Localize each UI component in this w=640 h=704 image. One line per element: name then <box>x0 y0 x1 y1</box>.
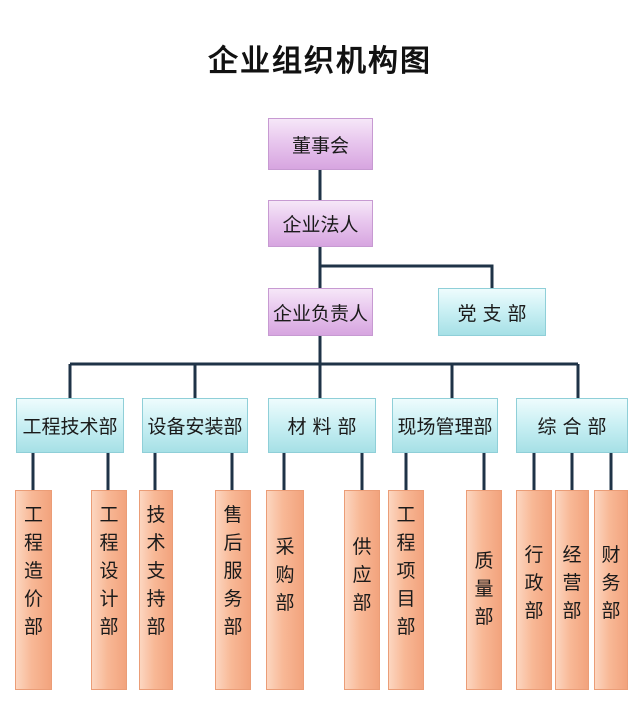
subdept-label: 经营部 <box>556 541 588 625</box>
node-legal-person-label: 企业法人 <box>282 214 359 236</box>
dept-label: 材 料 部 <box>287 416 357 438</box>
subdept-char: 服 <box>223 560 243 582</box>
subdept-char: 程 <box>396 532 416 554</box>
dept-engineering-tech: 工程技术部 <box>16 398 124 453</box>
subdept-char: 部 <box>23 616 43 638</box>
subdept-char: 后 <box>223 532 243 554</box>
subdept-char: 应 <box>352 564 372 586</box>
subdept-char: 量 <box>474 578 494 600</box>
subdept-label: 工程项目部 <box>389 501 423 641</box>
node-party-branch: 党 支 部 <box>438 288 546 336</box>
subdept-char: 部 <box>223 616 243 638</box>
subdept-char: 部 <box>99 616 119 638</box>
node-board-label: 董事会 <box>291 134 349 157</box>
subdept-char: 售 <box>223 504 243 526</box>
subdept-char: 部 <box>524 600 544 622</box>
subdept-char: 工 <box>99 504 119 526</box>
subdept-label: 工程造价部 <box>16 501 51 641</box>
subdept-char: 部 <box>474 606 494 628</box>
node-responsible-person-label: 企业负责人 <box>272 302 368 325</box>
subdept-char: 技 <box>146 504 166 526</box>
subdept-char: 经 <box>562 544 582 566</box>
subdept-char: 部 <box>275 592 295 614</box>
node-board: 董事会 <box>268 118 373 170</box>
subdept-label: 采购部 <box>267 533 303 617</box>
subdept-label: 工程设计部 <box>92 501 126 641</box>
subdept-char: 部 <box>146 616 166 638</box>
subdept-label: 行政部 <box>517 541 551 625</box>
subdept-char: 部 <box>562 600 582 622</box>
subdept-quality: 质量部 <box>466 490 502 690</box>
subdept-char: 行 <box>524 544 544 566</box>
subdept-char: 采 <box>275 536 295 558</box>
subdept-design: 工程设计部 <box>91 490 127 690</box>
subdept-tech-support: 技术支持部 <box>139 490 173 690</box>
subdept-char: 支 <box>146 560 166 582</box>
subdept-after-sales: 售后服务部 <box>215 490 251 690</box>
subdept-char: 工 <box>23 504 43 526</box>
page-title: 企业组织机构图 <box>208 44 432 79</box>
subdept-char: 务 <box>601 572 621 594</box>
subdept-project: 工程项目部 <box>388 490 424 690</box>
subdept-char: 部 <box>396 616 416 638</box>
subdept-finance: 财务部 <box>594 490 628 690</box>
dept-equipment-install: 设备安装部 <box>142 398 248 453</box>
dept-materials: 材 料 部 <box>268 398 376 453</box>
subdept-char: 程 <box>99 532 119 554</box>
subdept-char: 质 <box>474 550 494 572</box>
subdept-char: 程 <box>23 532 43 554</box>
subdept-label: 质量部 <box>467 547 501 631</box>
subdept-purchasing: 采购部 <box>266 490 304 690</box>
subdept-label: 售后服务部 <box>216 501 250 641</box>
subdept-business: 经营部 <box>555 490 589 690</box>
subdept-char: 政 <box>524 572 544 594</box>
dept-label: 设备安装部 <box>147 416 243 438</box>
subdept-char: 价 <box>23 588 43 610</box>
subdept-char: 财 <box>601 544 621 566</box>
node-party-branch-label: 党 支 部 <box>457 302 527 325</box>
dept-label: 综 合 部 <box>537 416 607 438</box>
subdept-char: 工 <box>396 504 416 526</box>
dept-label: 工程技术部 <box>22 416 118 438</box>
subdept-cost: 工程造价部 <box>15 490 52 690</box>
node-responsible-person: 企业负责人 <box>268 288 373 336</box>
dept-label: 现场管理部 <box>397 416 493 438</box>
subdept-char: 部 <box>601 600 621 622</box>
subdept-char: 持 <box>146 588 166 610</box>
subdept-char: 计 <box>99 588 119 610</box>
subdept-label: 供应部 <box>345 533 379 617</box>
subdept-char: 设 <box>99 560 119 582</box>
subdept-supply: 供应部 <box>344 490 380 690</box>
subdept-char: 务 <box>223 588 243 610</box>
subdept-char: 项 <box>396 560 416 582</box>
subdept-label: 财务部 <box>595 541 627 625</box>
dept-site-management: 现场管理部 <box>392 398 498 453</box>
subdept-admin: 行政部 <box>516 490 552 690</box>
dept-general: 综 合 部 <box>516 398 628 453</box>
subdept-char: 部 <box>352 592 372 614</box>
subdept-char: 购 <box>275 564 295 586</box>
subdept-char: 营 <box>562 572 582 594</box>
subdept-char: 术 <box>146 532 166 554</box>
subdept-label: 技术支持部 <box>140 501 172 641</box>
subdept-char: 供 <box>352 536 372 558</box>
subdept-char: 造 <box>23 560 43 582</box>
node-legal-person: 企业法人 <box>268 200 373 247</box>
subdept-char: 目 <box>396 588 416 610</box>
